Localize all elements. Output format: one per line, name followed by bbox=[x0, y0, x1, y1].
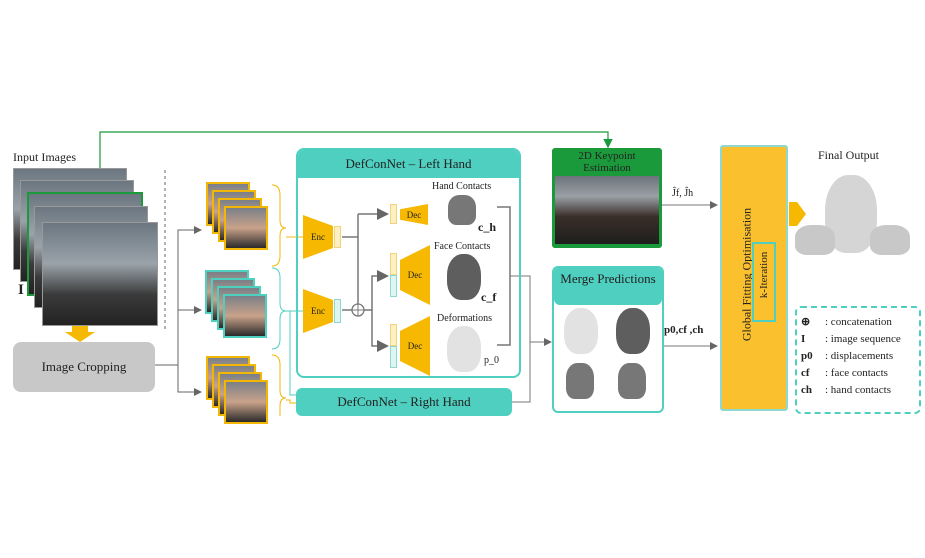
legend-item-face-contacts: cf : face contacts bbox=[801, 365, 901, 382]
final-output-title: Final Output bbox=[818, 148, 880, 162]
dec-label: Dec bbox=[407, 341, 423, 351]
legend-text: : displacements bbox=[825, 350, 894, 362]
image-cropping-box: Image Cropping bbox=[13, 342, 155, 392]
defconnet-left-hand-title: DefConNet – Left Hand bbox=[298, 150, 519, 178]
defconnet-right-hand-box: DefConNet – Right Hand bbox=[296, 388, 512, 416]
dec-label: Dec bbox=[407, 270, 423, 280]
merged-face-contacts-mesh bbox=[616, 308, 650, 354]
legend-symbol: ch bbox=[801, 384, 812, 396]
global-fitting-box: Global Fitting Optimisation k-Iteration bbox=[720, 145, 788, 411]
k-iteration-loop bbox=[752, 242, 776, 322]
dec-label: Dec bbox=[406, 209, 422, 220]
hand-contacts-symbol: c_h bbox=[478, 220, 496, 234]
concat-feature bbox=[390, 346, 397, 368]
legend-item-image-sequence: I : image sequence bbox=[801, 331, 901, 348]
hand-mesh bbox=[448, 195, 476, 225]
image-cropping-label: Image Cropping bbox=[41, 359, 127, 374]
merge-predictions-title: Merge Predictions bbox=[554, 268, 662, 305]
deformations-mesh bbox=[447, 326, 481, 372]
face-feature bbox=[334, 299, 341, 323]
face-contacts-mesh bbox=[447, 254, 481, 300]
deformations-label: Deformations bbox=[437, 313, 492, 324]
legend-box: ⊕ : concatenation I : image sequence p0 : d… bbox=[795, 306, 921, 414]
merged-deformation-mesh bbox=[564, 308, 598, 354]
legend-text: : image sequence bbox=[825, 333, 901, 345]
legend-text: : hand contacts bbox=[825, 384, 891, 396]
legend-symbol: ⊕ bbox=[801, 316, 811, 328]
hand-feature bbox=[334, 226, 341, 248]
legend-text: : concatenation bbox=[825, 316, 892, 328]
face-contacts-symbol: c_f bbox=[481, 290, 497, 304]
concat-feature bbox=[390, 275, 397, 297]
keypoint-estimation-box: 2D Keypoint Estimation bbox=[552, 148, 662, 248]
image-sequence-symbol: I bbox=[18, 282, 24, 298]
hand-contacts-label: Hand Contacts bbox=[432, 181, 492, 192]
merge-predictions-box: Merge Predictions bbox=[552, 266, 664, 413]
keypoint-estimation-title: 2D Keypoint Estimation bbox=[578, 150, 636, 174]
concat-feature bbox=[390, 253, 397, 275]
deformations-symbol: p_0 bbox=[484, 355, 499, 366]
legend-text: : face contacts bbox=[825, 367, 888, 379]
decoder-hand-contacts: Dec bbox=[400, 204, 428, 225]
final-right-hand bbox=[870, 225, 910, 255]
concat-feature bbox=[390, 324, 397, 346]
merged-right-hand bbox=[618, 363, 646, 399]
legend-symbol: cf bbox=[801, 367, 810, 379]
face-contacts-label: Face Contacts bbox=[434, 241, 491, 252]
k-iteration-label: k-Iteration bbox=[758, 251, 770, 299]
keypoint-image bbox=[555, 176, 659, 244]
concat-feature bbox=[390, 204, 397, 224]
merged-left-hand bbox=[566, 363, 594, 399]
final-left-hand bbox=[795, 225, 835, 255]
keypoints-output-label: Ĵf, Ĵh bbox=[672, 188, 694, 199]
merged-output-label: p0,cf ,ch bbox=[664, 324, 704, 336]
legend-item-displacements: p0 : displacements bbox=[801, 348, 901, 365]
defconnet-left-hand-box: DefConNet – Left Hand bbox=[296, 148, 521, 378]
legend-item-hand-contacts: ch : hand contacts bbox=[801, 382, 901, 399]
input-images-label: Input Images bbox=[13, 150, 76, 164]
enc-label: Enc bbox=[311, 232, 325, 242]
legend-symbol: p0 bbox=[801, 350, 813, 362]
legend-symbol: I bbox=[801, 333, 806, 345]
legend-item-concatenation: ⊕ : concatenation bbox=[801, 314, 901, 331]
enc-label: Enc bbox=[311, 306, 325, 316]
